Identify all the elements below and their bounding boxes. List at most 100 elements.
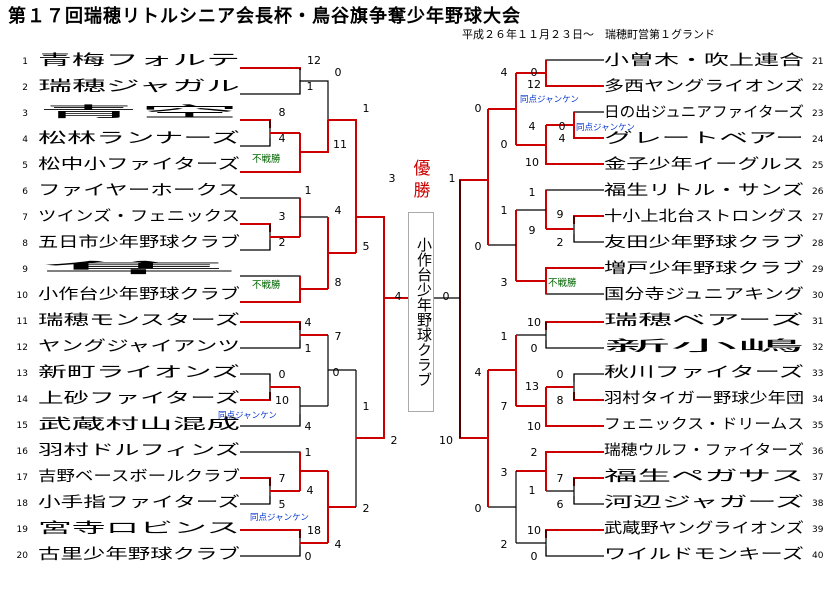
- score: 1: [449, 172, 456, 185]
- rline-35: [545, 414, 604, 427]
- score: 8: [279, 106, 286, 119]
- left-team-name: 五日市少年野球クラブ: [38, 233, 240, 251]
- right-seed: 24: [812, 135, 824, 145]
- rline-25: [545, 152, 604, 165]
- score: 1: [307, 80, 314, 93]
- right-team-name: 福生リトル・サンズ: [604, 182, 804, 199]
- right-seed: 38: [812, 499, 824, 509]
- score: 13: [525, 380, 539, 393]
- right-seed: 31: [812, 317, 823, 327]
- left-team-name: 瑞穂モンスターズ: [38, 312, 240, 329]
- score: 0: [475, 240, 482, 253]
- right-seed: 21: [812, 57, 823, 67]
- score: 8: [335, 276, 342, 289]
- page-title: 第１７回瑞穂リトルシニア会長杯・鳥谷旗争奪少年野球大会: [8, 6, 521, 27]
- left-seed: 17: [17, 473, 28, 483]
- score: 0: [501, 138, 508, 151]
- left-seed: 10: [17, 291, 29, 301]
- line-17: [240, 477, 271, 486]
- right-team-name: 武蔵野ヤングライオンズ: [604, 520, 804, 537]
- score: 11: [333, 138, 347, 151]
- rline-37: [573, 477, 604, 486]
- score: 4: [559, 132, 566, 145]
- line-7: [240, 223, 271, 232]
- left-team-name: 古里少年野球クラブ: [38, 545, 240, 563]
- rline-36: [545, 451, 604, 460]
- bye-note: 不戦勝: [252, 279, 281, 291]
- left-seed: 5: [22, 161, 28, 171]
- rline-28: [573, 234, 604, 243]
- left-seed: 8: [22, 239, 28, 249]
- right-seed: 33: [812, 369, 823, 379]
- score: 4: [529, 120, 536, 133]
- score: 1: [363, 400, 370, 413]
- score: 7: [279, 472, 286, 485]
- left-seed: 19: [17, 525, 29, 535]
- left-seed: 11: [17, 317, 28, 327]
- left-team-name: 松林ランナーズ: [38, 130, 240, 147]
- right-team-name: ワイルドモンキーズ: [604, 546, 804, 563]
- left-seed: 9: [22, 265, 28, 275]
- line-q1: [328, 119, 357, 180]
- right-team-name: フェニックス・ドリームス: [604, 416, 804, 433]
- rline-23: [573, 111, 604, 120]
- champion-label: 優: [414, 159, 431, 179]
- score: 3: [389, 172, 396, 185]
- score: 2: [391, 434, 398, 447]
- score: 10: [525, 156, 539, 169]
- left-seed: 13: [17, 369, 28, 379]
- line-14: [240, 392, 271, 401]
- left-seed: 12: [17, 343, 28, 353]
- line-20: [240, 546, 301, 557]
- score: 5: [279, 498, 286, 511]
- score: 10: [527, 316, 541, 329]
- line-4: [240, 138, 271, 147]
- rline-38: [573, 496, 604, 505]
- score: 1: [501, 330, 508, 343]
- score: 1: [529, 484, 536, 497]
- score: 4: [395, 290, 402, 303]
- left-team-name: 新町ライオンズ: [38, 364, 240, 381]
- line-semi-top: [356, 216, 385, 298]
- left-team-name: 青空: [38, 104, 240, 121]
- event-date-venue: 平成２６年１１月２３日～ 瑞穂町営第１グランド: [462, 28, 715, 41]
- champion-box: [408, 212, 434, 412]
- score: 4: [501, 66, 508, 79]
- score: 0: [279, 368, 286, 381]
- right-team-name: 十小上北台ストロングス: [604, 208, 804, 225]
- score: 10: [527, 420, 541, 433]
- left-seed: 2: [22, 83, 28, 93]
- bye-note: 不戦勝: [548, 277, 577, 289]
- score: 0: [531, 550, 538, 563]
- score: 2: [557, 236, 564, 249]
- rline-q1-out: [459, 179, 488, 298]
- line-1-2: [240, 67, 301, 70]
- left-seed: 15: [17, 421, 28, 431]
- champion-label: 勝: [414, 181, 431, 201]
- score: 1: [305, 184, 312, 197]
- line-12-out: [300, 80, 329, 120]
- rline-26: [545, 189, 604, 200]
- score: 18: [307, 524, 321, 537]
- score: 2: [501, 538, 508, 551]
- right-team-name: 増戸少年野球クラブ: [604, 259, 804, 277]
- left-team-name: 小作台少年野球クラブ: [38, 285, 240, 303]
- line-semi-bot: [356, 298, 385, 439]
- right-seed: 36: [812, 447, 824, 457]
- score: 7: [335, 330, 342, 343]
- score: 4: [305, 420, 312, 433]
- score: 0: [531, 66, 538, 79]
- rline-22: [545, 78, 604, 87]
- rps-note: 同点ジャンケン: [250, 513, 309, 523]
- score: 4: [307, 484, 314, 497]
- left-team-name: 青梅フォルテ: [38, 52, 240, 69]
- champion-team-name: 小作台少年野球クラブ: [415, 237, 433, 387]
- right-team-name: 金子少年イーグルス: [604, 156, 804, 173]
- bye-note: 不戦勝: [252, 153, 281, 165]
- line-6: [240, 197, 301, 210]
- rline-40: [545, 546, 604, 557]
- score: 10: [439, 434, 453, 447]
- score: 7: [501, 400, 508, 413]
- score: 4: [279, 132, 286, 145]
